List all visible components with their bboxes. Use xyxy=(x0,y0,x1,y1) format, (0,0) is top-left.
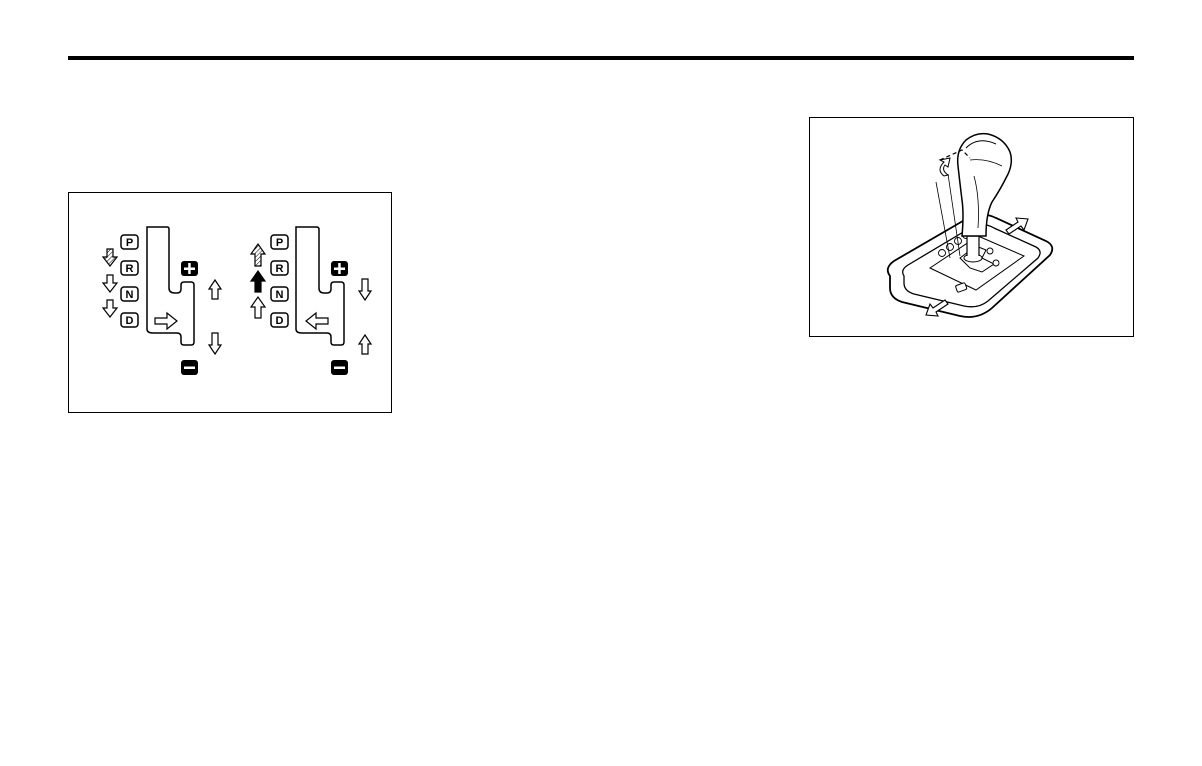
svg-text:N: N xyxy=(126,289,134,301)
hollow-arrow-icon xyxy=(103,300,117,317)
hatched-arrow-icon xyxy=(103,249,117,266)
left-gate-n: N xyxy=(121,287,138,301)
left-gate-d: D xyxy=(121,313,138,327)
right-gate-r: R xyxy=(271,261,288,275)
hollow-arrow-icon xyxy=(251,297,265,318)
left-gate-r: R xyxy=(121,261,138,275)
hollow-arrow-icon xyxy=(306,313,328,329)
svg-text:N: N xyxy=(276,289,284,301)
hollow-arrow-icon xyxy=(103,275,117,292)
header-rule xyxy=(68,56,1134,60)
right-plus-button xyxy=(331,261,348,276)
svg-text:R: R xyxy=(276,263,284,275)
hatched-arrow-icon xyxy=(251,244,265,266)
left-plus-button xyxy=(181,261,198,276)
right-gate-d: D xyxy=(271,313,288,327)
hollow-arrow-icon xyxy=(359,279,371,300)
right-gate-p: P xyxy=(271,235,288,249)
gear-lever-figure xyxy=(809,117,1134,337)
right-gate-n: N xyxy=(271,287,288,301)
svg-text:R: R xyxy=(126,263,134,275)
right-shift-gate xyxy=(296,227,344,345)
left-shift-gate xyxy=(147,227,194,345)
hollow-arrow-icon xyxy=(155,313,177,329)
hollow-arrow-icon xyxy=(359,335,371,354)
left-minus-button xyxy=(181,360,198,375)
gear-lever-icon xyxy=(810,118,1133,336)
hollow-arrow-icon xyxy=(209,333,221,354)
shift-pattern-drawing: P R N D xyxy=(69,193,391,412)
svg-text:D: D xyxy=(276,315,284,327)
hollow-arrow-icon xyxy=(209,280,221,299)
svg-text:D: D xyxy=(126,315,134,327)
right-minus-button xyxy=(331,360,348,375)
svg-text:P: P xyxy=(276,237,283,249)
shift-pattern-figure: P R N D xyxy=(68,192,392,413)
svg-text:P: P xyxy=(126,237,133,249)
left-gate-p: P xyxy=(121,235,138,249)
solid-arrow-icon xyxy=(251,271,265,292)
